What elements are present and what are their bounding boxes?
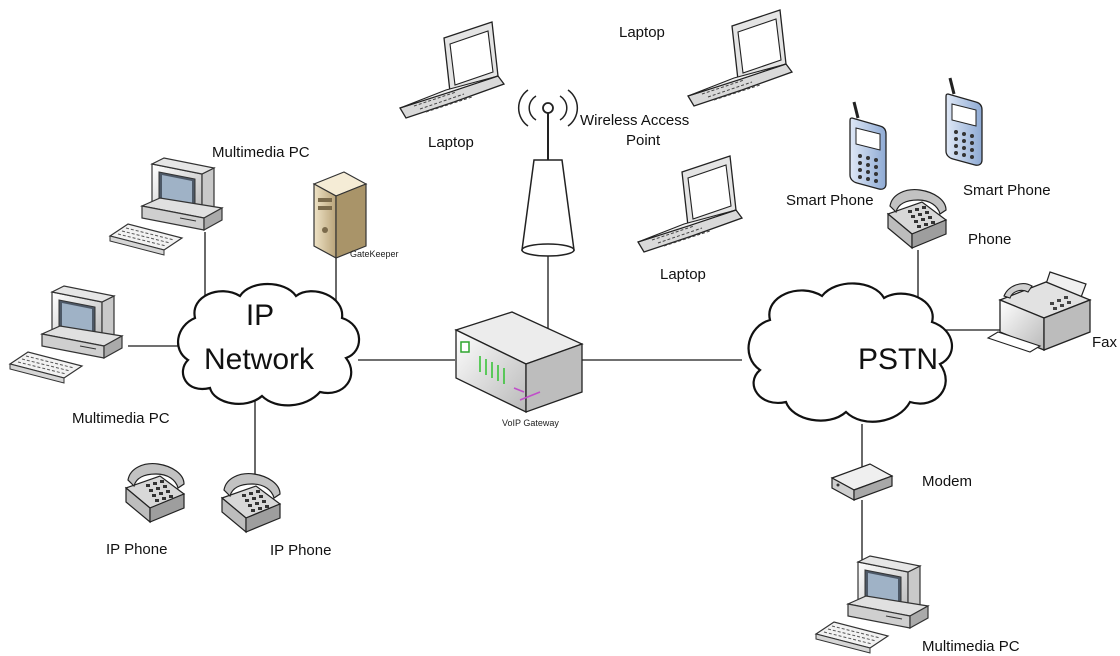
fax-icon (986, 271, 1092, 353)
ip-phone-2-label: IP Phone (270, 542, 332, 559)
voip-gateway-icon (454, 311, 584, 414)
smart-phone-2-icon (944, 76, 984, 167)
ip-network-label-line2: Network (203, 343, 315, 376)
fax-label: Fax (1092, 334, 1118, 351)
ip-phone-1-label: IP Phone (106, 541, 168, 558)
wireless-access-point-icon (517, 89, 579, 257)
laptop-2-icon (687, 9, 793, 107)
pstn-phone-label: Phone (968, 231, 1012, 248)
multimedia-pc-bottom-icon (815, 555, 929, 654)
ip-phone-1-icon (125, 463, 185, 523)
pstn-phone-icon (887, 189, 947, 249)
wireless-ap-label-line2: Point (626, 132, 661, 149)
ip-network-label-line1: IP (245, 299, 275, 332)
laptop-3-label: Laptop (660, 266, 706, 283)
modem-label: Modem (922, 473, 973, 490)
gatekeeper-label: GateKeeper (350, 249, 399, 259)
multimedia-pc-top-label: Multimedia PC (212, 144, 310, 161)
pstn-cloud (747, 282, 954, 423)
pstn-label: PSTN (857, 343, 938, 376)
multimedia-pc-left-label: Multimedia PC (72, 410, 170, 427)
ip-phone-2-icon (221, 473, 281, 533)
laptop-1-icon (399, 21, 505, 119)
smart-phone-1-label: Smart Phone (786, 192, 874, 209)
multimedia-pc-left-icon (9, 285, 123, 384)
ip-network-cloud (177, 283, 361, 407)
laptop-1-label: Laptop (428, 134, 474, 151)
wireless-ap-label-line1: Wireless Access (580, 112, 690, 129)
smart-phone-2-label: Smart Phone (963, 182, 1051, 199)
gatekeeper-server-icon (312, 171, 368, 260)
multimedia-pc-bottom-label: Multimedia PC (922, 638, 1020, 655)
connection-lines (128, 232, 1000, 560)
laptop-3-icon (637, 155, 743, 253)
voip-gateway-label: VoIP Gateway (502, 418, 559, 428)
smart-phone-1-icon (848, 100, 888, 191)
laptop-2-label: Laptop (619, 24, 665, 41)
modem-icon (830, 463, 894, 502)
